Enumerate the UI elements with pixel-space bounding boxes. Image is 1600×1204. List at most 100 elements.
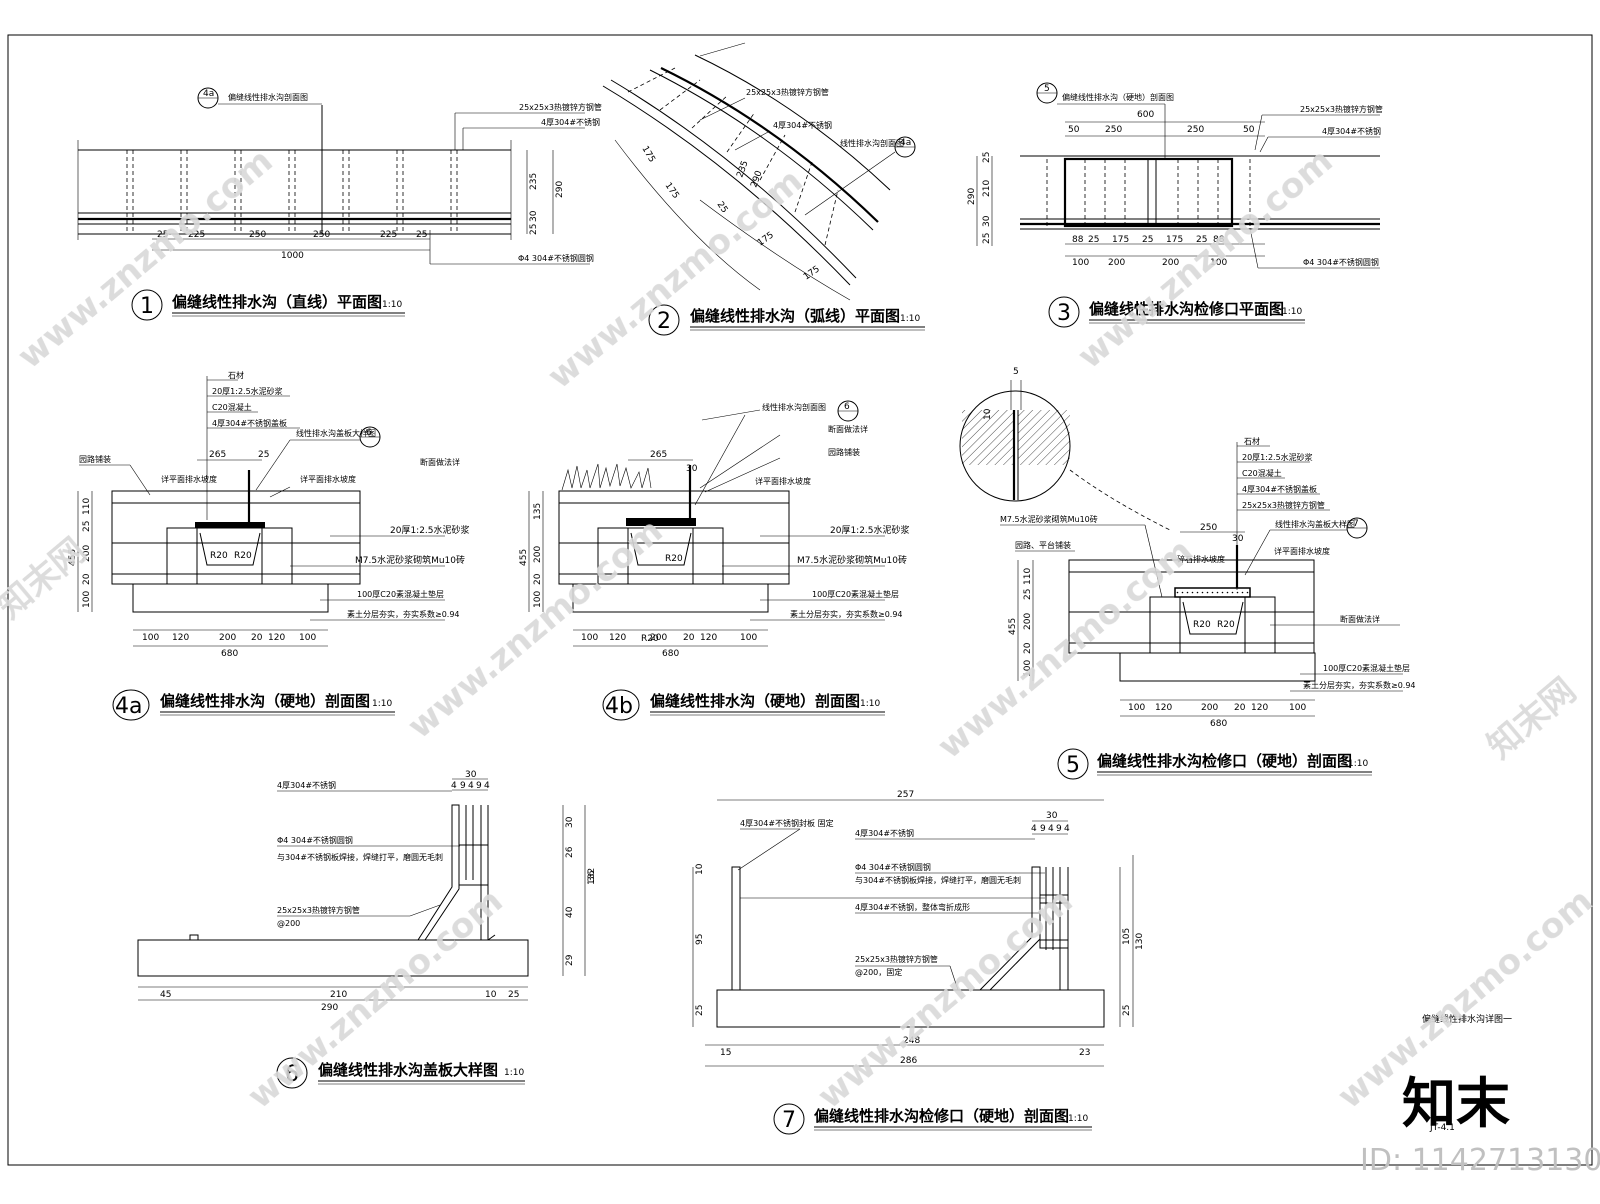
v4b-dim: 200 (650, 633, 667, 643)
v4a-dim: 25 (258, 450, 269, 460)
v5-ref: 7 (1353, 519, 1359, 529)
v1-dim: 30 (529, 210, 539, 222)
v1-dim: 225 (188, 230, 205, 240)
v7-note-spacing: @200，固定 (855, 967, 902, 977)
v6-dim: 4 (484, 781, 490, 791)
v4a-note: 详平面排水坡度 (161, 474, 217, 484)
v1-note-ref: 偏缝线性排水沟剖面图 (228, 92, 308, 102)
watermark: www.znzmo.com www.znzmo.com www.znzmo.co… (0, 141, 1600, 1117)
v5-note: 素土分层夯实，夯实系数≥0.94 (1303, 680, 1416, 690)
v5-note: 4厚304#不锈钢盖板 (1242, 484, 1317, 494)
v3-dim: 175 (1112, 235, 1129, 245)
view-7-access-section: 257 30 4 9 4 9 4 4厚304#不锈钢封板 固定 4厚304#不锈… (692, 790, 1145, 1135)
v5-dim: 200 (1023, 613, 1033, 630)
v5-note: 石材 (1244, 436, 1260, 446)
v4b-dim: 100 (533, 591, 543, 608)
v5-note: C20混凝土 (1242, 468, 1282, 478)
v4a-note: M7.5水泥砂浆砌筑Mu10砖 (355, 554, 465, 566)
v7-note: 4厚304#不锈钢封板 固定 (740, 818, 834, 828)
v7-dim: 95 (695, 934, 705, 945)
v4b-dim: R20 (665, 554, 683, 564)
v5-dim: 100 (1023, 660, 1033, 677)
v4b-dim-total: 680 (662, 649, 679, 659)
v4a-dim: 120 (268, 633, 285, 643)
v5-dim: R20 (1217, 620, 1235, 630)
v4b-dim: 200 (533, 546, 543, 563)
v3-dim: 30 (982, 215, 992, 227)
v7-dim: 257 (897, 790, 914, 800)
v7-dim: 15 (720, 1048, 731, 1058)
v4b-note: 断面做法详 (828, 424, 868, 434)
v7-note: 4厚304#不锈钢，整体弯折成形 (855, 902, 970, 912)
v3-dim: 290 (967, 188, 977, 205)
v4a-note: 详平面排水坡度 (300, 474, 356, 484)
v4a-dim-total: 680 (221, 649, 238, 659)
v4b-dim: 120 (700, 633, 717, 643)
v4a-note: C20混凝土 (212, 402, 252, 412)
v1-dim-total: 1000 (281, 251, 304, 261)
v7-dim-total: 286 (900, 1056, 917, 1066)
v6-dim: 25 (508, 990, 519, 1000)
v3-title: 偏缝线性排水沟检修口平面图 (1089, 300, 1284, 318)
sheet-code: JT-4.1 (1429, 1123, 1455, 1133)
v7-note: 25x25x3热镀锌方钢管 (855, 954, 938, 964)
v4a-title: 偏缝线性排水沟（硬地）剖面图 (160, 692, 370, 710)
v1-number: 1 (140, 294, 154, 319)
watermark-text: www.znzmo.com (810, 881, 1080, 1117)
v5-note: 详平面排水坡度 (1274, 546, 1330, 556)
v2-note-steel: 4厚304#不锈钢 (773, 120, 832, 130)
v1-dim: 250 (313, 230, 330, 240)
v4b-dim: 135 (533, 503, 543, 520)
watermark-text: www.znzmo.com (10, 141, 280, 377)
v1-ref-bubble: 4a (203, 89, 214, 99)
v3-dim: 50 (1243, 125, 1255, 135)
v3-note-rod: Φ4 304#不锈钢圆钢 (1303, 257, 1379, 267)
v7-dim: 25 (1122, 1005, 1132, 1016)
v4b-dim: 100 (581, 633, 598, 643)
v4a-dim: 120 (172, 633, 189, 643)
v4a-dim: 200 (82, 545, 92, 562)
v6-dim: 30 (465, 770, 477, 780)
v3-dim: 25 (1088, 235, 1099, 245)
v5-note: 25x25x3热镀锌方钢管 (1242, 500, 1325, 510)
v4a-dim: 20 (251, 633, 263, 643)
v7-dim: 25 (695, 1005, 705, 1016)
v6-dim: 210 (330, 990, 347, 1000)
v3-number: 3 (1057, 301, 1071, 326)
v2-ref-bubble: 4a (900, 138, 911, 148)
v2-dim: 175 (663, 181, 681, 201)
v4b-scale: 1:10 (860, 699, 880, 709)
v4a-note: 4厚304#不锈钢盖板 (212, 418, 287, 428)
v7-dim: 4 (1064, 824, 1070, 834)
v4b-note: 线性排水沟剖面图 (762, 402, 826, 412)
v5-dim: 10 (983, 408, 993, 420)
v1-dim: 25 (416, 230, 427, 240)
v4b-dim: R20 (641, 634, 659, 644)
v5-dim: 100 (1289, 703, 1306, 713)
v7-dim: 4 (1048, 824, 1054, 834)
v5-dim: 20 (1023, 642, 1033, 654)
v1-dim: 25 (529, 224, 539, 235)
v4b-note: 园路铺装 (828, 447, 860, 457)
v3-dim: 25 (1142, 235, 1153, 245)
v5-note: 20厚1:2.5水泥砂浆 (1242, 452, 1313, 462)
v5-dim: 120 (1155, 703, 1172, 713)
v7-number: 7 (782, 1108, 796, 1133)
v4a-note: 园路铺装 (79, 454, 111, 464)
v4a-dim: R20 (210, 551, 228, 561)
v3-dim: 100 (1210, 258, 1227, 268)
view-6-cover-detail: 30 4 9 4 9 4 4厚304#不锈钢 Φ4 304#不锈钢圆钢 与304… (137, 770, 597, 1089)
v6-dim: 26 (565, 846, 575, 858)
v2-note-ref: 线性排水沟剖面图 (840, 138, 904, 148)
v1-scale: 1:10 (382, 300, 402, 310)
v4a-note: 断面做法详 (420, 457, 460, 467)
v4a-note: 石材 (228, 370, 244, 380)
v4a-dim: 100 (299, 633, 316, 643)
v6-scale: 1:10 (504, 1068, 524, 1078)
v2-number: 2 (657, 309, 671, 334)
v5-dim: 100 (1128, 703, 1145, 713)
v5-dim: 25 (1023, 589, 1033, 600)
view-3-access-plan: 5 偏缝线性排水沟（硬地）剖面图 600 50 250 250 50 25x25… (967, 82, 1383, 328)
v7-dim: 10 (695, 863, 705, 875)
